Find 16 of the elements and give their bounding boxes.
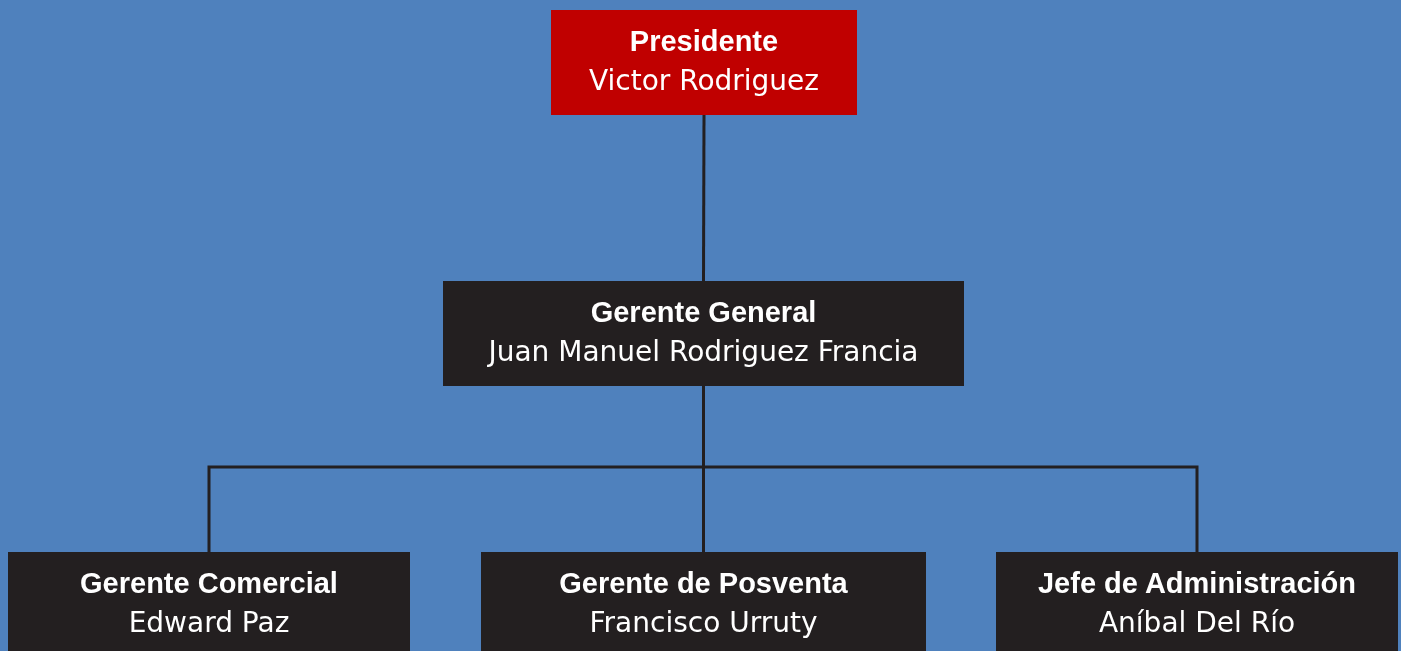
- position-title: Gerente General: [590, 295, 817, 330]
- person-name: Victor Rodriguez: [588, 63, 820, 99]
- person-name: Edward Paz: [128, 605, 290, 641]
- person-name: Juan Manuel Rodriguez Francia: [488, 334, 919, 370]
- person-name: Francisco Urruty: [589, 605, 818, 641]
- position-title: Jefe de Administración: [1038, 566, 1356, 601]
- position-box: [996, 552, 1398, 651]
- position-title: Gerente Comercial: [80, 566, 338, 601]
- connector-line: [702, 115, 706, 281]
- position-title: Gerente de Posventa: [559, 566, 848, 601]
- person-name: Aníbal Del Río: [1098, 605, 1296, 641]
- position-title: Presidente: [629, 24, 779, 59]
- position-box: [481, 552, 926, 651]
- position-box: [8, 552, 410, 651]
- position-box: [551, 10, 857, 115]
- position-box: [443, 281, 964, 386]
